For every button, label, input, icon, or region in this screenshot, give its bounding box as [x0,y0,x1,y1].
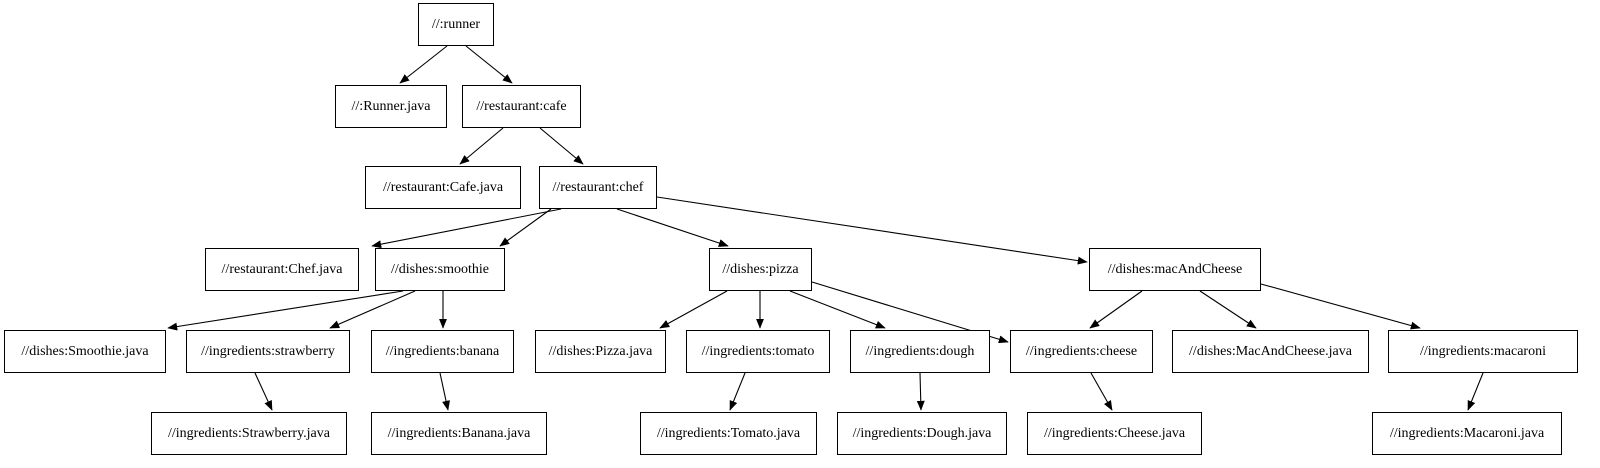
graph-node-runner[interactable]: //:runner [418,3,494,46]
graph-node-label: //dishes:smoothie [391,261,489,277]
graph-node-label: //ingredients:Macaroni.java [1389,425,1545,441]
graph-node-label: //ingredients:banana [385,343,500,359]
graph-node-ing_dough[interactable]: //ingredients:dough [850,330,990,373]
graph-node-label: //ingredients:Strawberry.java [168,425,330,441]
graph-node-dishes_mac_java[interactable]: //dishes:MacAndCheese.java [1172,330,1369,373]
graph-node-label: //ingredients:strawberry [201,343,335,359]
graph-node-label: //ingredients:Banana.java [387,425,531,441]
graph-node-ing_banana_java[interactable]: //ingredients:Banana.java [371,412,547,455]
graph-node-ing_banana[interactable]: //ingredients:banana [371,330,514,373]
graph-node-label: //restaurant:cafe [476,98,567,114]
graph-node-restaurant_cafe_java[interactable]: //restaurant:Cafe.java [365,166,521,209]
graph-node-dishes_pizza_java[interactable]: //dishes:Pizza.java [535,330,666,373]
graph-node-ing_cheese[interactable]: //ingredients:cheese [1010,330,1153,373]
graph-node-ing_tomato[interactable]: //ingredients:tomato [686,330,830,373]
graph-node-label: //dishes:Smoothie.java [21,343,149,359]
graph-node-ing_tomato_java[interactable]: //ingredients:Tomato.java [640,412,817,455]
graph-node-label: //:runner [431,16,481,32]
graph-node-label: //restaurant:chef [552,179,644,195]
graph-node-restaurant_cafe[interactable]: //restaurant:cafe [462,85,581,128]
graph-node-label: //ingredients:cheese [1025,343,1138,359]
graph-node-ing_macaroni[interactable]: //ingredients:macaroni [1388,330,1578,373]
graph-node-label: //:Runner.java [351,98,431,114]
graph-node-ing_dough_java[interactable]: //ingredients:Dough.java [837,412,1007,455]
graph-node-dishes_smoothie[interactable]: //dishes:smoothie [375,248,505,291]
graph-node-dishes_macandcheese[interactable]: //dishes:macAndCheese [1089,248,1261,291]
graph-node-ing_strawberry_java[interactable]: //ingredients:Strawberry.java [151,412,347,455]
graph-node-label: //ingredients:Tomato.java [656,425,801,441]
graph-node-label: //dishes:Pizza.java [548,343,653,359]
graph-node-label: //ingredients:Dough.java [852,425,992,441]
graph-node-label: //ingredients:tomato [701,343,815,359]
graph-node-label: //ingredients:dough [865,343,975,359]
graph-node-restaurant_chef[interactable]: //restaurant:chef [539,166,657,209]
graph-node-runner_java[interactable]: //:Runner.java [335,85,447,128]
graph-node-label: //restaurant:Cafe.java [382,179,504,195]
graph-node-label: //ingredients:Cheese.java [1043,425,1186,441]
graph-node-label: //ingredients:macaroni [1420,343,1546,359]
graph-node-label: //restaurant:Chef.java [221,261,343,277]
graph-node-ing_cheese_java[interactable]: //ingredients:Cheese.java [1027,412,1202,455]
graph-node-dishes_pizza[interactable]: //dishes:pizza [709,248,812,291]
graph-node-ing_strawberry[interactable]: //ingredients:strawberry [186,330,350,373]
graph-node-dishes_smoothie_java[interactable]: //dishes:Smoothie.java [4,330,166,373]
graph-node-label: //dishes:MacAndCheese.java [1189,343,1352,359]
graph-node-ing_macaroni_java[interactable]: //ingredients:Macaroni.java [1372,412,1562,455]
graph-node-restaurant_chef_java[interactable]: //restaurant:Chef.java [205,248,359,291]
graph-node-label: //dishes:pizza [722,261,799,277]
graph-node-label: //dishes:macAndCheese [1107,261,1243,277]
